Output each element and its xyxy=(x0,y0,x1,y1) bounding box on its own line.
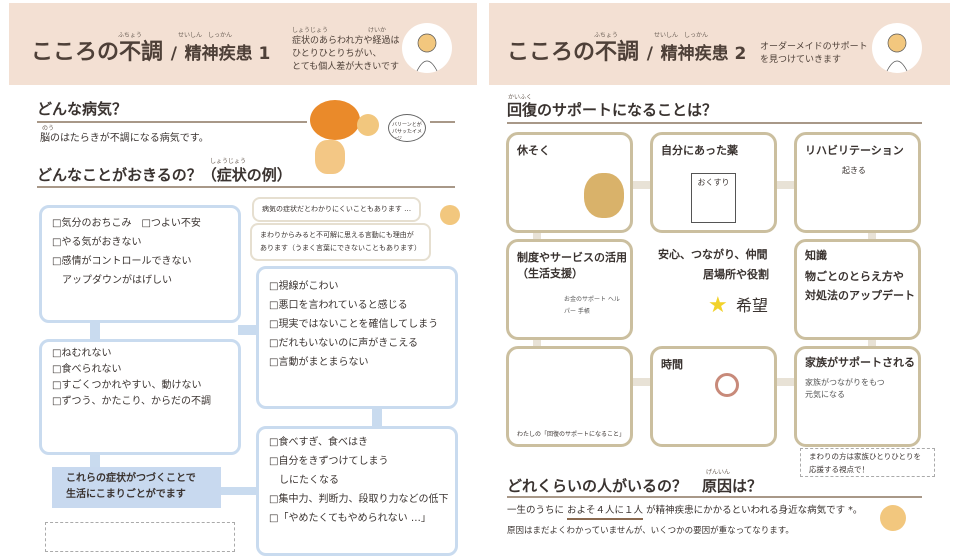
connector xyxy=(90,320,100,342)
ruby: げんいん xyxy=(706,469,731,476)
connector xyxy=(533,230,541,242)
speech-bubble: 病気の症状だとわかりにくいこともあります … xyxy=(252,197,422,222)
person-illustration xyxy=(315,140,345,174)
connector xyxy=(868,230,876,242)
symptom-box-body: □ねむれない□食べられない□すごくつかれやすい、動けない□ずつう、かたこり、から… xyxy=(39,339,241,455)
dotted-box xyxy=(45,522,235,552)
medicine-note: おくすり xyxy=(691,173,736,223)
thought-bubble: バリーンとがパサッたイメージ xyxy=(388,114,426,142)
connector xyxy=(773,378,798,386)
title-ruby: ふちょう xyxy=(118,32,142,39)
header-ruby: しょうじょう xyxy=(292,27,329,34)
right-page-title: こころの不調 / 精神疾患 2 xyxy=(507,40,747,65)
card-belonging: 安心、つながり、仲間居場所や役割 希望 ★ xyxy=(658,248,769,318)
ruby: かいふく xyxy=(508,94,533,101)
connector xyxy=(238,325,260,335)
card-family: 家族がサポートされる 家族がつながりをもつ元気になる xyxy=(794,346,921,447)
left-page-title: こころの不調 / 精神疾患 1 xyxy=(31,40,271,65)
character-illustration xyxy=(880,505,906,531)
left-header-note: 症状のあらわれ方や経過はひとりひとりちがい、とても個人差が大きいです xyxy=(292,36,400,72)
left-header-band xyxy=(9,3,477,85)
support-heading: 回復のサポートになることは？ xyxy=(507,101,718,119)
ruby: しょうじょう xyxy=(210,158,247,165)
header-ruby: けいか xyxy=(368,27,387,34)
symptom-box-behavior: □食べすぎ、食べはき□自分をきずつけてしまう しにたくなる□集中力、判断力、段取… xyxy=(256,426,458,556)
doctor-illustration xyxy=(440,205,460,225)
character-illustration xyxy=(357,114,379,136)
subtitle-ruby: せいしん しっかん xyxy=(178,32,233,39)
card-rest: 休そく xyxy=(506,132,633,233)
connector xyxy=(90,452,100,470)
subtitle-ruby: せいしん しっかん xyxy=(654,32,709,39)
divider xyxy=(37,186,455,188)
divider xyxy=(507,496,922,498)
rehab-drawing: 起きる xyxy=(842,166,866,175)
resting-illustration xyxy=(584,173,624,218)
brain-illustration xyxy=(310,100,360,140)
speech-bubble: まわりからみると不可解に思える言動にも理由があります（うまく言葉にできないことも… xyxy=(250,223,431,261)
cause-text: 原因はまだよくわかっていませんが、いくつかの要因が重なってなります。 xyxy=(507,526,794,536)
card-services: 制度やサービスの活用（生活支援） お金のサポート ヘルパー 手帳 xyxy=(506,239,633,340)
symptom-box-perception: □視線がこわい□悪口を言われていると感じる□現実ではないことを確信してしまう□だ… xyxy=(256,266,458,409)
symptom-box-mood: □気分のおちこみ □つよい不安□やる気がおきない□感情がコントロールできない ア… xyxy=(39,205,241,323)
divider xyxy=(37,121,307,123)
ruby: のう xyxy=(42,125,55,132)
connector xyxy=(630,378,655,386)
doctor-avatar xyxy=(402,23,452,73)
clock-icon xyxy=(715,373,739,397)
s1-heading: どんな病気？ xyxy=(37,100,128,118)
callout-box: これらの症状がつづくことで生活にこまりごとがでます xyxy=(52,467,221,508)
doctor-avatar xyxy=(872,23,922,73)
my-support-caption: わたしの「回復のサポートになること」 xyxy=(517,431,626,438)
right-header-note: オーダーメイドのサポートを見つけていきます xyxy=(760,42,868,65)
card-my-support[interactable]: わたしの「回復のサポートになること」 xyxy=(506,346,633,447)
s1-text: 脳のはたらきが不調になる病気です。 xyxy=(40,133,209,144)
card-time: 時間 xyxy=(650,346,777,447)
connector xyxy=(372,406,382,429)
services-drawing: お金のサポート ヘルパー 手帳 xyxy=(564,296,620,315)
connector xyxy=(868,337,876,349)
prevalence-heading: どれくらいの人がいるの？ 原因は？ xyxy=(507,477,763,495)
divider xyxy=(430,121,455,123)
card-rehabilitation: リハビリテーション 起きる xyxy=(794,132,921,233)
divider xyxy=(507,122,922,124)
connector xyxy=(773,181,798,189)
prevalence-text: 一生のうちに およそ４人に１人 が精神疾患にかかるといわれる身近な病気です *。 xyxy=(507,505,862,520)
family-note: まわりの方は家族ひとりひとりを応援する視点で！ xyxy=(800,448,935,477)
card-medicine: 自分にあった薬 おくすり xyxy=(650,132,777,233)
connector xyxy=(630,181,655,189)
card-knowledge: 知識物ごとのとらえ方や対処法のアップデート xyxy=(794,239,921,340)
title-ruby: ふちょう xyxy=(594,32,618,39)
s2-heading: どんなことがおきるの？（症状の例） xyxy=(37,166,292,184)
connector xyxy=(218,487,260,495)
connector xyxy=(533,337,541,349)
star-icon: ★ xyxy=(708,293,728,318)
hope-drawing: 希望 xyxy=(736,296,769,315)
